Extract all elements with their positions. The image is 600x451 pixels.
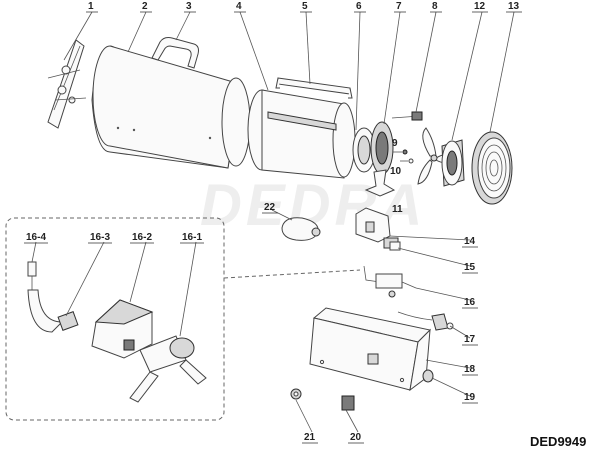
label-underlines [24, 11, 522, 444]
part-9-screw [393, 149, 408, 155]
part-6-burner [352, 127, 376, 173]
part-16-gas-valve [363, 265, 417, 298]
label-10: 10 [390, 166, 402, 177]
part-16-4-nozzle [27, 261, 37, 290]
part-16-2-solenoid [91, 299, 154, 359]
label-12: 12 [474, 1, 486, 12]
part-20-switch [341, 395, 355, 411]
part-12-motor-housing [441, 139, 465, 187]
label-13: 13 [508, 1, 520, 12]
part-13-front-grille [471, 131, 513, 205]
part-11-fan-blade [417, 127, 457, 185]
part-1-bracket [47, 39, 87, 129]
part-16-1-valve [129, 335, 207, 403]
label-16-2: 16-2 [132, 232, 152, 243]
part-4-inner-cylinder [247, 89, 356, 179]
part-16-3-pipe [27, 289, 79, 333]
leader-lines [31, 11, 515, 433]
detail-connector-line [223, 269, 361, 279]
part-2-outer-shell [91, 45, 251, 169]
model-code: DED9949 [530, 434, 586, 449]
label-3: 3 [186, 1, 192, 12]
label-14: 14 [464, 236, 476, 247]
part-22-hose-ring [281, 217, 321, 241]
label-8: 8 [432, 1, 438, 12]
part-19-knob [422, 369, 434, 383]
label-4: 4 [236, 1, 242, 12]
part-15-connector [383, 237, 401, 251]
label-7: 7 [396, 1, 402, 12]
part-7-motor [364, 121, 396, 197]
label-16-4: 16-4 [26, 232, 46, 243]
label-5: 5 [302, 1, 308, 12]
label-21: 21 [304, 432, 316, 443]
label-1: 1 [88, 1, 94, 12]
label-11: 11 [392, 204, 403, 215]
part-5-strip [275, 77, 353, 99]
part-18-base-tray [309, 307, 432, 392]
label-16-1: 16-1 [182, 232, 202, 243]
label-17: 17 [464, 334, 476, 345]
label-18: 18 [464, 364, 476, 375]
part-8-rod [391, 111, 423, 121]
detail-box [5, 217, 225, 421]
part-10-nut [400, 158, 414, 164]
label-6: 6 [356, 1, 362, 12]
label-16: 16 [464, 297, 476, 308]
label-19: 19 [464, 392, 476, 403]
label-9: 9 [392, 138, 398, 149]
part-3-handle [151, 37, 199, 69]
label-22: 22 [264, 202, 276, 213]
label-2: 2 [142, 1, 148, 12]
label-16-3: 16-3 [90, 232, 110, 243]
part-21-knob [290, 388, 302, 400]
label-15: 15 [464, 262, 476, 273]
label-20: 20 [350, 432, 362, 443]
